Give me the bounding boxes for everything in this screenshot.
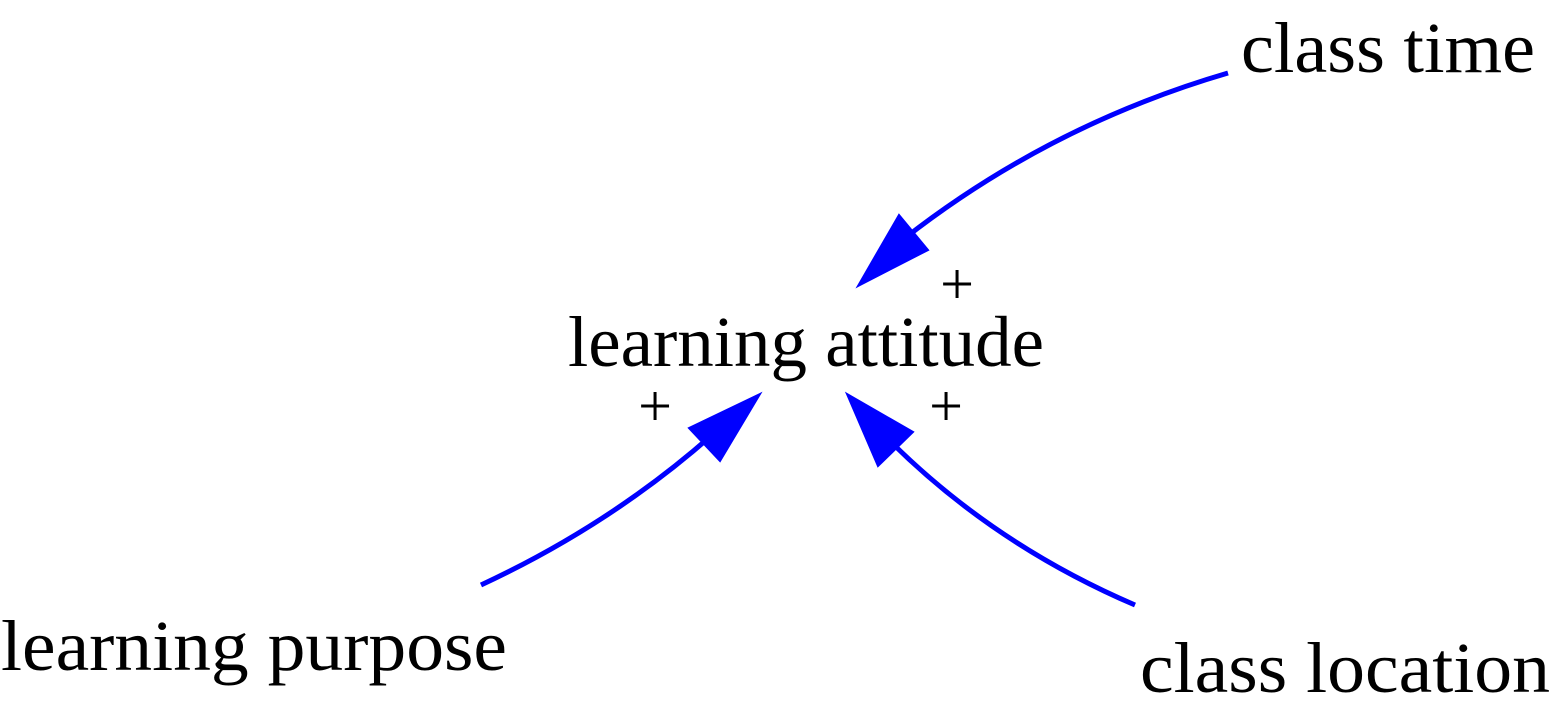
arrowhead-icon (844, 391, 915, 468)
node-learning-attitude: learning attitude (568, 302, 1044, 382)
polarity-sign-learning-purpose: + (638, 373, 672, 439)
link-class-location-to-learning-attitude (844, 391, 1136, 608)
link-curve (889, 440, 1136, 608)
link-curve (903, 70, 1229, 240)
link-class-time-to-learning-attitude (855, 70, 1229, 289)
link-curve (479, 433, 714, 588)
arrowhead-icon (687, 391, 763, 463)
polarity-sign-class-time: + (940, 251, 974, 317)
node-class-location: class location (1140, 628, 1550, 708)
node-class-time: class time (1241, 8, 1535, 88)
polarity-sign-class-location: + (929, 373, 963, 439)
link-learning-purpose-to-learning-attitude (479, 391, 763, 588)
node-learning-purpose: learning purpose (1, 606, 507, 686)
arrowhead-icon (855, 213, 930, 289)
